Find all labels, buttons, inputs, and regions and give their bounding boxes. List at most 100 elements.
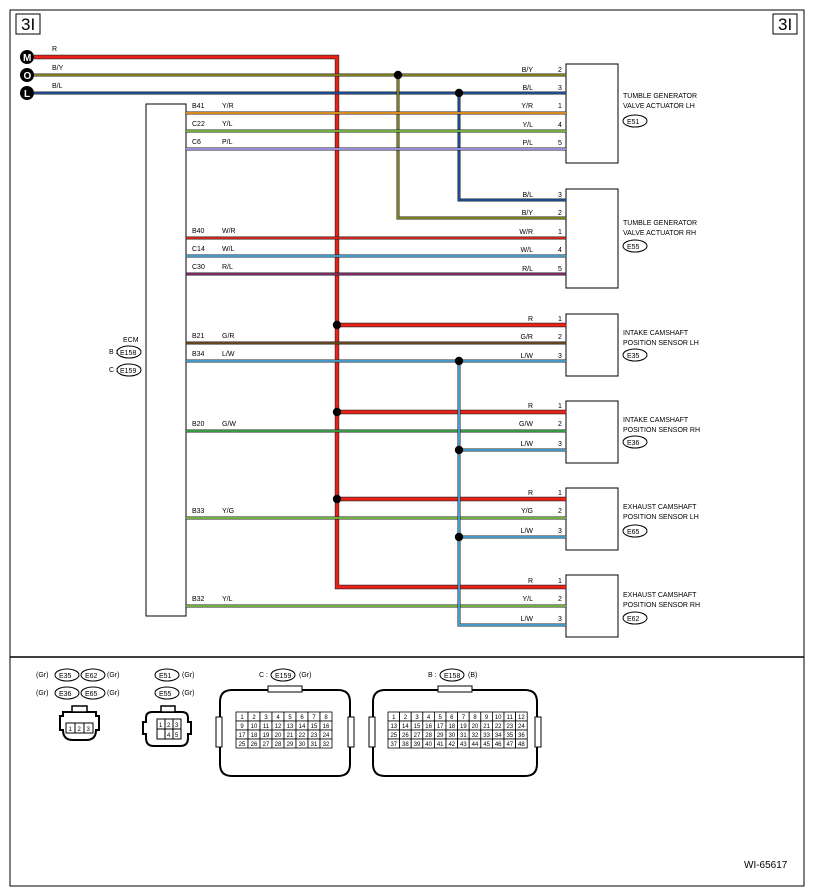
ecm-conn-b-prefix: B : [109, 349, 118, 356]
svg-text:E62: E62 [627, 616, 640, 623]
svg-text:4: 4 [167, 733, 171, 739]
bgrid-cell-48 [515, 738, 528, 749]
bgrid-pin-29: 29 [437, 733, 444, 739]
cgrid-pin-9: 9 [240, 724, 244, 730]
legend-group2: E51 (Gr) E55 (Gr) 1 2 3 4 5 [142, 668, 194, 747]
ecm-wire-B34: L/W [222, 351, 235, 358]
svg-text:M: M [23, 53, 31, 64]
svg-text:E36: E36 [627, 440, 640, 447]
bgrid-pin-40: 40 [425, 742, 432, 748]
wire-bl-drop-outline [457, 93, 566, 202]
svg-text:(B): (B) [468, 672, 477, 679]
bgrid-pin-5: 5 [439, 715, 443, 721]
comp-E55-pin-5: 5 [558, 266, 562, 273]
bgrid-pin-1: 1 [392, 715, 396, 721]
cgrid-pin-12: 12 [275, 724, 282, 730]
bgrid-pin-33: 33 [483, 733, 490, 739]
bgrid-pin-11: 11 [507, 715, 514, 721]
svg-text:INTAKE CAMSHAFT: INTAKE CAMSHAFT [623, 330, 689, 337]
comp-E62-wire-3: L/W [521, 616, 534, 623]
comp-E35-pin-1: 1 [558, 316, 562, 323]
bgrid-pin-8: 8 [473, 715, 477, 721]
svg-text:E159: E159 [275, 673, 291, 680]
ecm-pin-B21: B21 [192, 333, 205, 340]
svg-text:E158: E158 [444, 673, 460, 680]
bgrid-pin-45: 45 [483, 742, 490, 748]
comp-E36-pin-3: 3 [558, 441, 562, 448]
bgrid-pin-15: 15 [414, 724, 421, 730]
component-label-e55: TUMBLE GENERATOR VALVE ACTUATOR RH E55 [622, 220, 697, 253]
ecm-pin-C30: C30 [192, 264, 205, 271]
cgrid-pin-3: 3 [264, 715, 268, 721]
ecm-conn-b-oval [116, 345, 142, 359]
ecm-conn-c-prefix: C : [109, 367, 118, 374]
ecm-pin-B41: B41 [192, 103, 205, 110]
bgrid-pin-4: 4 [427, 715, 431, 721]
bgrid-pin-34: 34 [495, 733, 502, 739]
bgrid-pin-2: 2 [404, 715, 408, 721]
cgrid-pin-16: 16 [323, 724, 330, 730]
cgrid-pin-20: 20 [275, 733, 282, 739]
ecm-wire-C30: R/L [222, 264, 233, 271]
bgrid-pin-42: 42 [448, 742, 455, 748]
left-label-by: B/Y [52, 65, 64, 72]
left-connector-l: L [20, 86, 34, 100]
bgrid-pin-21: 21 [483, 724, 490, 730]
comp-E51-pin-1: 1 [558, 103, 562, 110]
wire-bl-drop [458, 93, 566, 201]
svg-text:5: 5 [175, 733, 179, 739]
bgrid-pin-10: 10 [495, 715, 502, 721]
cgrid-pin-18: 18 [251, 733, 258, 739]
junction-lw-2 [454, 445, 464, 455]
svg-text:(Gr): (Gr) [107, 690, 119, 697]
cgrid-cell-32 [319, 738, 333, 749]
cgrid-pin-30: 30 [299, 742, 306, 748]
cgrid-pin-19: 19 [263, 733, 270, 739]
cgrid-pin-21: 21 [287, 733, 294, 739]
svg-text:VALVE ACTUATOR LH: VALVE ACTUATOR LH [623, 103, 695, 110]
ecm-wire-C6: P/L [222, 139, 233, 146]
svg-text:VALVE ACTUATOR RH: VALVE ACTUATOR RH [623, 230, 696, 237]
svg-text:EXHAUST CAMSHAFT: EXHAUST CAMSHAFT [623, 504, 697, 511]
bgrid-pin-43: 43 [460, 742, 467, 748]
ecm-wire-B40: W/R [222, 228, 236, 235]
svg-text:(Gr): (Gr) [299, 672, 311, 679]
left-label-bl: B/L [52, 83, 63, 90]
cgrid-pin-10: 10 [251, 724, 258, 730]
cgrid-pin-17: 17 [239, 733, 246, 739]
ecm-pin-B33: B33 [192, 508, 205, 515]
ecm-wire-B41: Y/R [222, 103, 234, 110]
svg-text:E65: E65 [627, 529, 640, 536]
bgrid-pin-7: 7 [462, 715, 466, 721]
cgrid-pin-8: 8 [324, 715, 328, 721]
svg-text:3: 3 [175, 723, 179, 729]
comp-E36-wire-3: L/W [521, 441, 534, 448]
cgrid-pin-24: 24 [323, 733, 330, 739]
cgrid-pin-7: 7 [312, 715, 316, 721]
svg-text:POSITION SENSOR LH: POSITION SENSOR LH [623, 340, 699, 347]
left-label-r: R [52, 46, 57, 53]
wires [34, 54, 566, 627]
cgrid-pin-22: 22 [299, 733, 306, 739]
ecm-label: ECM [123, 337, 139, 344]
svg-text:E35: E35 [627, 353, 640, 360]
svg-text:B :: B : [428, 672, 437, 679]
cgrid-pin-31: 31 [311, 742, 318, 748]
comp-E51-wire-3: B/L [522, 85, 533, 92]
component-box-e51 [565, 63, 619, 164]
comp-E62-pin-2: 2 [558, 596, 562, 603]
svg-text:E62: E62 [85, 673, 98, 680]
cgrid-pin-4: 4 [276, 715, 280, 721]
svg-text:L: L [24, 89, 30, 100]
comp-E55-wire-1: W/R [519, 229, 533, 236]
ecm-pin-B32: B32 [192, 596, 205, 603]
bgrid-pin-47: 47 [506, 742, 513, 748]
ecm-wire-B32: Y/L [222, 596, 233, 603]
svg-text:1: 1 [69, 727, 73, 733]
svg-text:(Gr): (Gr) [182, 672, 194, 679]
component-box-e36 [565, 400, 619, 464]
svg-text:E51: E51 [627, 119, 640, 126]
svg-text:POSITION SENSOR RH: POSITION SENSOR RH [623, 427, 700, 434]
bgrid-pin-35: 35 [506, 733, 513, 739]
